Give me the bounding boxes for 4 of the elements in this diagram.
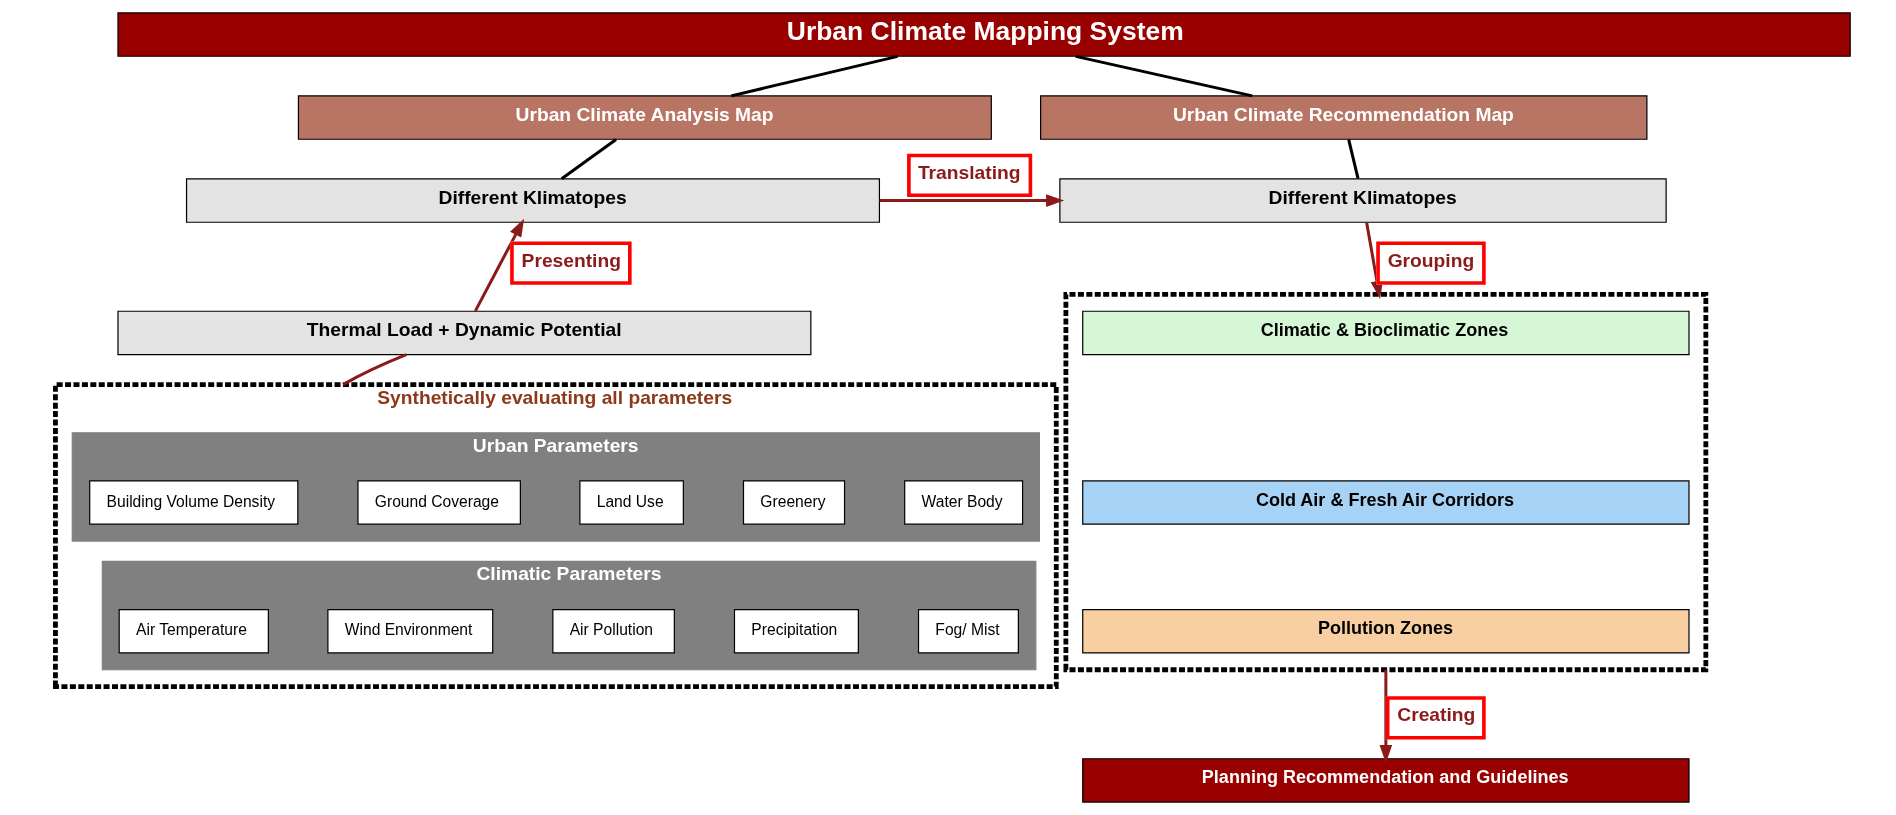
edge-label: Presenting [521, 249, 621, 271]
edge-label: Translating [917, 161, 1021, 183]
edge-label: Creating [1397, 704, 1476, 726]
edge-label: Grouping [1387, 249, 1475, 271]
